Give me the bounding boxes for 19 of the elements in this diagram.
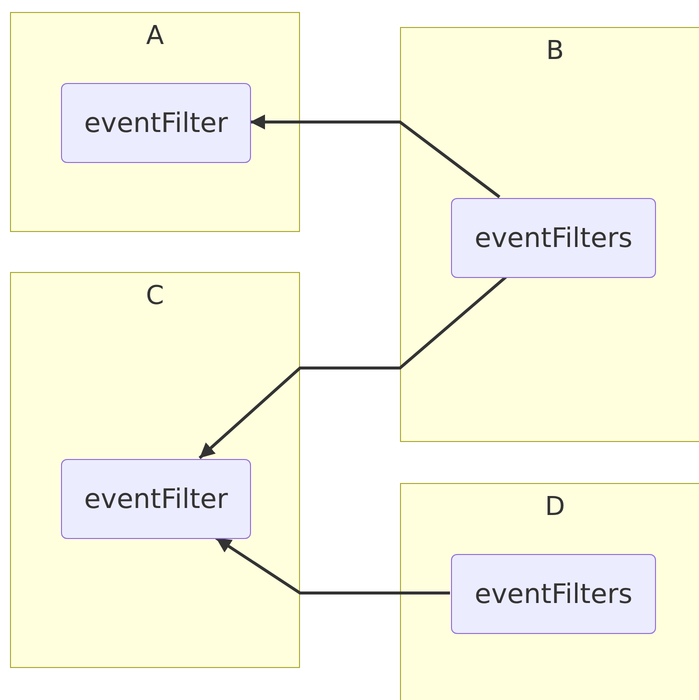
- group-container: [400, 27, 699, 442]
- group-container: [400, 483, 699, 700]
- process-box: [451, 554, 656, 634]
- process-box: [61, 83, 251, 163]
- arrow: [198, 276, 507, 460]
- node-label: eventFilter: [84, 108, 228, 138]
- group-title: D: [544, 492, 566, 522]
- node-label: eventFilters: [474, 578, 632, 610]
- group-title: A: [146, 21, 164, 51]
- arrow: [250, 114, 500, 198]
- group-title: C: [146, 281, 164, 311]
- node-label: eventFilter: [84, 484, 228, 514]
- group-container: [10, 272, 300, 668]
- arrow: [215, 536, 450, 594]
- node-label: eventFilters: [474, 222, 632, 254]
- group-title: B: [546, 36, 564, 66]
- process-box: [61, 459, 251, 539]
- group-container: [10, 12, 300, 232]
- process-box: [451, 198, 656, 278]
